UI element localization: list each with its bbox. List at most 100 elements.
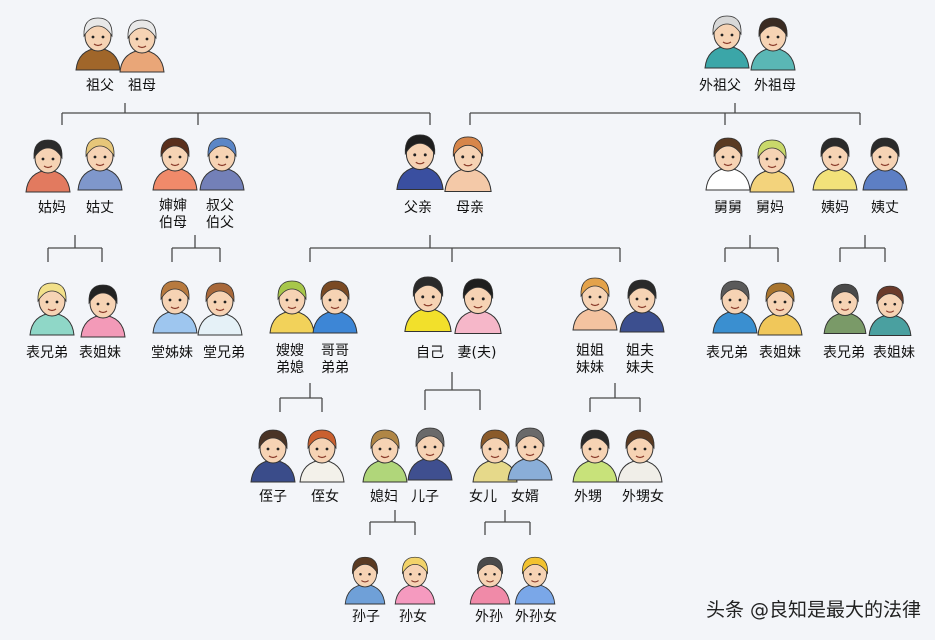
- figure-paternal-uncle-wife-eye-left: [168, 155, 172, 159]
- figure-daughters-daughter-hair: [522, 556, 548, 575]
- figure-cousin-uncle-girl-hair: [160, 280, 190, 301]
- label-spouse: 妻(夫): [457, 345, 497, 361]
- figure-paternal-aunt-husband-eye-right: [103, 155, 107, 159]
- figure-sister-husband-hair: [627, 279, 657, 300]
- figure-sister: [572, 277, 618, 331]
- figure-cousin-paternal-girl: [80, 284, 126, 338]
- figure-grandmother-hair: [127, 19, 157, 40]
- figure-brother-eye-right: [338, 298, 342, 302]
- figure-sister-son: [572, 429, 618, 483]
- figure-paternal-uncle-wife-eye-right: [178, 155, 182, 159]
- figure-cousin-maternal-boy: [712, 280, 758, 334]
- label-cousin-paternal-boy: 表兄弟: [26, 345, 68, 361]
- figure-spouse-hair: [462, 278, 494, 300]
- figure-granddaughter-eye-left: [409, 573, 412, 576]
- label-cousin-maternal-boy: 表兄弟: [706, 345, 748, 361]
- figure-sister-son-mouth: [590, 455, 600, 459]
- figure-cousin-uncle-girl-mouth: [170, 306, 180, 310]
- label-daughters-son: 外孙: [475, 609, 503, 625]
- label-nephew: 侄子: [259, 489, 287, 505]
- label-sister: 姐姐 妹妹: [576, 343, 604, 376]
- figure-niece-hair: [307, 429, 337, 450]
- figure-cousin-paternal-boy-eye-left: [45, 300, 49, 304]
- figure-sister-mouth: [590, 303, 600, 307]
- label-daughters-daughter: 外孙女: [515, 609, 557, 625]
- figure-paternal-uncle-mouth: [217, 163, 227, 167]
- figure-grandson-mouth: [361, 580, 369, 583]
- figure-son-in-law: [507, 427, 553, 481]
- figure-paternal-aunt-mouth: [43, 165, 53, 169]
- figure-maternal-grandmother-eye-right: [776, 35, 780, 39]
- figure-cousin-aunt-girl-hair: [876, 285, 904, 305]
- label-self: 自己: [416, 345, 444, 361]
- figure-grandfather-hair: [83, 17, 113, 38]
- figure-sister-in-law-mouth: [287, 306, 297, 310]
- figure-cousin-uncle-girl: [152, 280, 198, 334]
- figure-sister-eye-right: [598, 295, 602, 299]
- label-cousin-uncle-boy: 堂兄弟: [203, 345, 245, 361]
- figure-nephew-eye-right: [276, 447, 280, 451]
- figure-niece-eye-left: [315, 447, 319, 451]
- figure-brother: [312, 280, 358, 334]
- figure-cousin-aunt-girl-eye-left: [883, 302, 887, 306]
- figure-maternal-uncle: [705, 137, 751, 191]
- label-sister-husband: 姐夫 妹夫: [626, 343, 654, 376]
- label-son: 儿子: [411, 489, 439, 505]
- figure-daughters-son-mouth: [486, 580, 494, 583]
- figure-self: [404, 276, 452, 333]
- figure-self-eye-right: [431, 295, 435, 299]
- figure-maternal-uncle-eye-left: [721, 155, 725, 159]
- figure-cousin-uncle-girl-eye-right: [178, 298, 182, 302]
- figure-cousin-uncle-boy-eye-right: [223, 300, 227, 304]
- figure-daughter-in-law-eye-right: [388, 447, 392, 451]
- figure-cousin-uncle-boy-eye-left: [213, 300, 217, 304]
- figure-maternal-uncle-wife-eye-right: [775, 157, 779, 161]
- figure-maternal-aunt-husband-mouth: [880, 163, 890, 167]
- figure-maternal-grandmother-mouth: [768, 43, 778, 47]
- figure-cousin-maternal-girl: [757, 282, 803, 336]
- connector-lines: [47, 103, 886, 535]
- figure-grandfather: [75, 17, 121, 71]
- figure-maternal-aunt: [812, 137, 858, 191]
- figure-granddaughter: [394, 556, 436, 605]
- figure-cousin-aunt-girl-eye-right: [893, 302, 897, 306]
- figure-son-in-law-eye-right: [533, 445, 537, 449]
- figure-sister-daughter-mouth: [635, 455, 645, 459]
- figure-daughter-mouth: [490, 455, 500, 459]
- figure-daughters-daughter-mouth: [531, 580, 539, 583]
- figure-cousin-aunt-girl-mouth: [885, 310, 895, 313]
- figure-spouse: [454, 278, 502, 335]
- figure-paternal-aunt: [25, 139, 71, 193]
- figure-brother-mouth: [330, 306, 340, 310]
- figure-paternal-aunt-husband-mouth: [95, 163, 105, 167]
- figure-grandfather-mouth: [93, 43, 103, 47]
- figure-cousin-maternal-boy-hair: [720, 280, 750, 301]
- figure-paternal-uncle-eye-left: [215, 155, 219, 159]
- figure-daughter-in-law-eye-left: [378, 447, 382, 451]
- label-cousin-aunt-girl: 表姐妹: [873, 345, 915, 361]
- label-sister-son: 外甥: [574, 489, 602, 505]
- figure-daughter-eye-left: [488, 447, 492, 451]
- label-daughter-in-law: 媳妇: [370, 489, 398, 505]
- figure-niece-mouth: [317, 455, 327, 459]
- figure-cousin-maternal-boy-eye-right: [738, 298, 742, 302]
- figure-cousin-uncle-boy-hair: [205, 282, 235, 303]
- figure-maternal-grandfather-mouth: [722, 41, 732, 45]
- figure-daughter-hair: [480, 429, 510, 450]
- figure-daughter: [472, 429, 518, 483]
- figure-paternal-aunt-husband: [77, 137, 123, 191]
- figure-brother-hair: [320, 280, 350, 301]
- figure-cousin-paternal-boy-mouth: [47, 308, 57, 312]
- label-niece: 侄女: [311, 489, 339, 505]
- figure-father-hair: [404, 134, 436, 156]
- figure-maternal-aunt-hair: [820, 137, 850, 158]
- figure-father: [396, 134, 444, 191]
- figure-maternal-uncle-wife-hair: [757, 139, 787, 160]
- label-maternal-uncle: 舅舅: [714, 200, 742, 216]
- figure-maternal-aunt-husband-eye-left: [878, 155, 882, 159]
- figure-cousin-paternal-girl-eye-left: [96, 302, 100, 306]
- figure-sister-son-hair: [580, 429, 610, 450]
- figure-paternal-aunt-eye-left: [41, 157, 45, 161]
- figure-brother-eye-left: [328, 298, 332, 302]
